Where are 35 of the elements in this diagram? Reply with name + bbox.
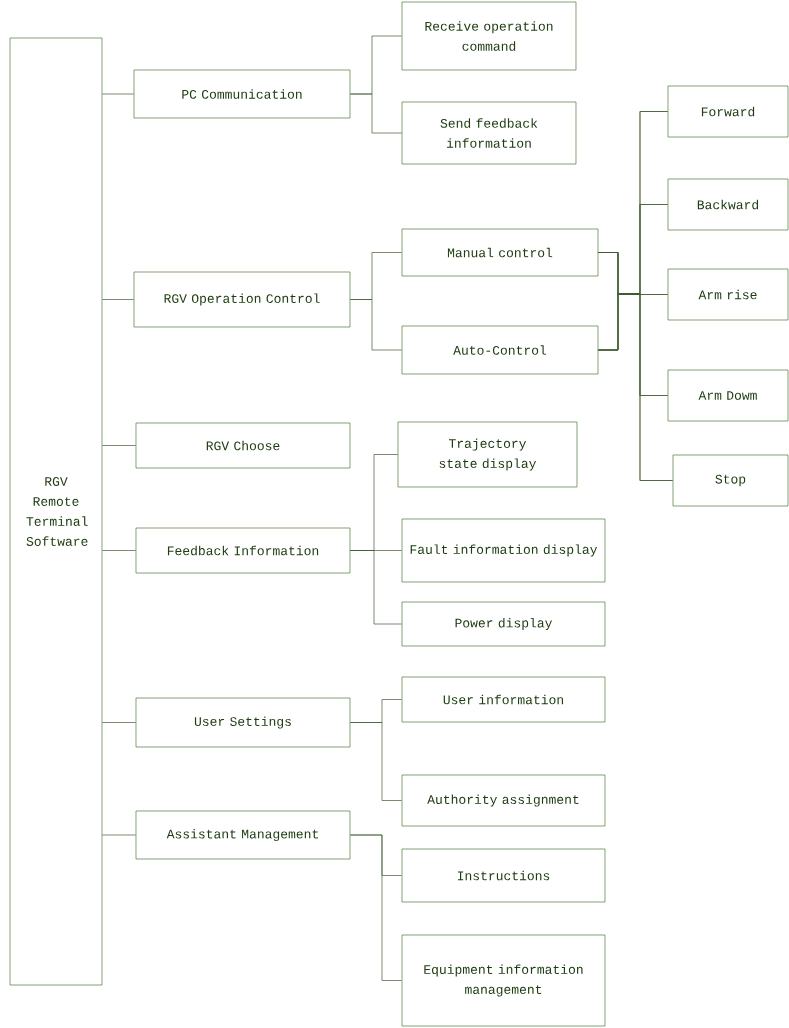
- function-box: RGV Choose: [135, 422, 351, 469]
- function-box: User information: [401, 676, 606, 723]
- function-box: Power display: [401, 601, 606, 647]
- function-box: Receive operation command: [401, 1, 577, 71]
- function-box: Stop: [672, 454, 789, 507]
- connector-line: [102, 550, 136, 551]
- connector-line: [102, 834, 136, 836]
- function-box: Forward: [667, 85, 789, 138]
- function-box: Backward: [667, 178, 789, 231]
- connector-line: [350, 299, 402, 351]
- connector-line: [102, 299, 134, 300]
- connector-line: [350, 550, 402, 625]
- function-box: Authority assignment: [401, 774, 606, 827]
- function-box: PC Communication: [133, 69, 351, 119]
- function-box: Feedback Information: [135, 527, 351, 574]
- function-box: Equipment information management: [401, 934, 606, 1027]
- connector-line: [350, 722, 402, 801]
- function-box: Assistant Management: [135, 810, 351, 860]
- function-box: User Settings: [135, 697, 351, 748]
- connector-line: [102, 445, 136, 446]
- connector-line: [350, 93, 402, 134]
- function-box: Auto-Control: [401, 325, 599, 375]
- function-box: Instructions: [401, 848, 606, 903]
- function-box: RGV Operation Control: [133, 271, 351, 328]
- function-box: Arm Dowm: [667, 369, 789, 422]
- function-box: Trajectory state display: [397, 421, 578, 488]
- function-box: Fault information display: [401, 518, 606, 583]
- connector-line: [102, 93, 134, 95]
- function-box: Manual control: [401, 228, 599, 277]
- function-box: Arm rise: [667, 268, 789, 321]
- connector-line: [598, 293, 673, 481]
- system-box: RGV Remote Terminal Software: [9, 37, 103, 986]
- connector-line: [102, 722, 136, 723]
- connector-line: [350, 834, 402, 981]
- function-box: Send feedback information: [401, 101, 577, 165]
